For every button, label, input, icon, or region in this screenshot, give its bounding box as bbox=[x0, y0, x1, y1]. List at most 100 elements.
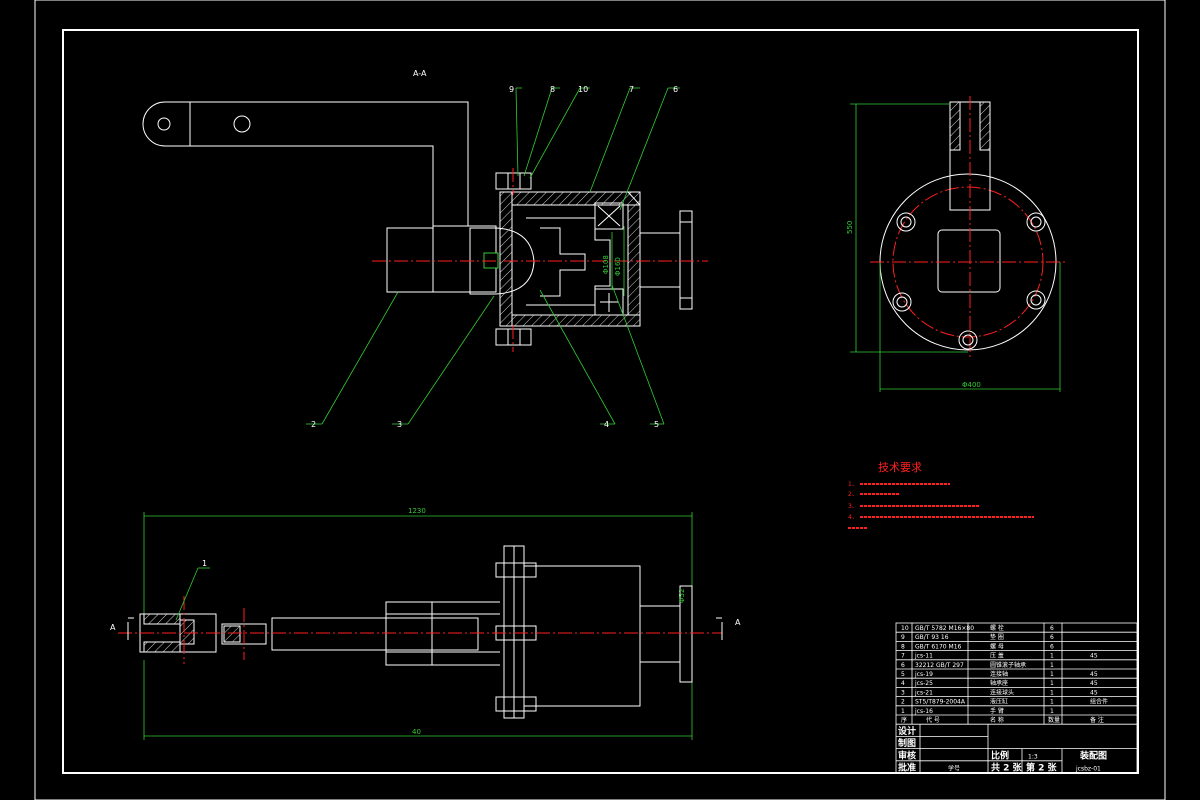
bom-code: 32212 GB/T 297 bbox=[915, 662, 964, 669]
front-cylinder bbox=[271, 617, 479, 651]
bom-qty: 1 bbox=[1050, 708, 1054, 715]
bom-name: 连接轴 bbox=[990, 670, 1008, 678]
bom-no: 5 bbox=[901, 671, 905, 678]
balloon-1: 1 bbox=[202, 559, 207, 568]
bom-qty: 1 bbox=[1050, 699, 1054, 706]
bom-header-qty: 数量 bbox=[1048, 716, 1060, 724]
output-shaft bbox=[639, 232, 681, 288]
bom-qty: 1 bbox=[1050, 689, 1054, 696]
section-view: A-A bbox=[142, 69, 708, 429]
bom-code: jcs-19 bbox=[914, 671, 933, 678]
tech-req-1: 1、 bbox=[848, 481, 858, 488]
balloon-3: 3 bbox=[397, 420, 402, 429]
tb-scale-label: 比例 bbox=[991, 749, 1009, 761]
balloon-6: 6 bbox=[673, 85, 678, 94]
balloon-7: 7 bbox=[629, 85, 634, 94]
tb-scale-value: 1:3 bbox=[1028, 753, 1038, 760]
bom-no: 6 bbox=[901, 662, 905, 669]
bom-qty: 1 bbox=[1050, 653, 1054, 660]
tech-req-3: 3、 bbox=[848, 503, 858, 510]
bom-qty: 1 bbox=[1050, 671, 1054, 678]
bom-name: 压 盖 bbox=[990, 652, 1004, 660]
bom-no: 8 bbox=[901, 643, 905, 650]
cylinder-body bbox=[386, 227, 434, 293]
bom-code: jcs-16 bbox=[914, 708, 933, 715]
bom-table: 10 GB/T 5782 M16×80 螺 栓 6 9 GB/T 93 16 垫 圈 6 8 GB… bbox=[895, 622, 1138, 774]
tech-requirements: 技术要求 1、 2、 3、 4、 bbox=[848, 461, 1034, 529]
bom-qty: 6 bbox=[1050, 625, 1054, 632]
dim-bottom-length: 40 bbox=[412, 728, 421, 736]
leaders bbox=[306, 87, 680, 425]
bom-name: 螺 母 bbox=[990, 642, 1004, 650]
balloon-8: 8 bbox=[550, 85, 555, 94]
bolt-holes bbox=[892, 212, 1046, 350]
bom-name: 液压缸 bbox=[990, 698, 1008, 706]
output-flange bbox=[679, 210, 693, 310]
tb-check: 审核 bbox=[898, 749, 916, 761]
section-label: A-A bbox=[413, 69, 427, 78]
section-mark-right: A bbox=[735, 618, 741, 627]
bom-no: 3 bbox=[901, 689, 905, 696]
balloon-5: 5 bbox=[654, 420, 659, 429]
bom-no: 10 bbox=[901, 625, 909, 632]
bom-header-mat: 备 注 bbox=[1090, 716, 1104, 724]
tb-title: 装配图 bbox=[1079, 749, 1107, 761]
bom-qty: 6 bbox=[1050, 634, 1054, 641]
dim-inner-1: Φ108 bbox=[602, 255, 610, 274]
bom-no: 9 bbox=[901, 634, 905, 641]
bom-qty: 6 bbox=[1050, 643, 1054, 650]
bom-header-name: 名 称 bbox=[990, 716, 1004, 724]
bom-header-code: 代 号 bbox=[926, 716, 940, 724]
outer-border bbox=[34, 0, 1166, 800]
bom-code: GB/T 93 16 bbox=[915, 634, 949, 641]
arm-end-loop bbox=[142, 101, 190, 147]
balloon-10: 10 bbox=[578, 85, 588, 94]
bom-header-no: 序 bbox=[901, 716, 907, 724]
bom-mat: 45 bbox=[1090, 689, 1098, 696]
tech-req-4: 4、 bbox=[848, 514, 858, 521]
tb-sheet: 共 2 张 bbox=[991, 762, 1023, 774]
bom-name: 轴承座 bbox=[990, 679, 1008, 687]
tb-design: 设计 bbox=[898, 725, 916, 737]
bom-name: 螺 栓 bbox=[990, 624, 1004, 632]
bom-code: jcs-25 bbox=[914, 680, 933, 687]
bom-no: 4 bbox=[901, 680, 905, 687]
bom-code: jcs-11 bbox=[914, 653, 933, 660]
dim-inner-2: Φ160 bbox=[614, 257, 622, 276]
bom-mat: 45 bbox=[1090, 671, 1098, 678]
tech-req-2: 2、 bbox=[848, 491, 858, 498]
dim-right-small: Φ52 bbox=[678, 589, 686, 603]
bom-qty: 1 bbox=[1050, 662, 1054, 669]
bom-code: GB/T 5782 M16×80 bbox=[915, 625, 974, 632]
section-mark-left: A bbox=[110, 623, 116, 632]
dim-height: 550 bbox=[846, 221, 854, 234]
bom-mat: 45 bbox=[1090, 653, 1098, 660]
bom-no: 7 bbox=[901, 653, 905, 660]
balloon-9: 9 bbox=[509, 85, 514, 94]
tb-school: 学号 bbox=[948, 765, 960, 773]
bom-code: ST5/T879-2004A bbox=[915, 699, 966, 706]
dim-diameter: Φ400 bbox=[962, 381, 981, 389]
bom-no: 2 bbox=[901, 699, 905, 706]
side-view: 550 Φ400 bbox=[846, 96, 1066, 392]
bom-name: 圆锥滚子轴承 bbox=[990, 661, 1026, 669]
bom-code: jcs-21 bbox=[914, 689, 933, 696]
balloon-2: 2 bbox=[311, 420, 316, 429]
bom-name: 连接球头 bbox=[990, 688, 1014, 696]
arm-body bbox=[189, 101, 469, 227]
front-housing bbox=[523, 565, 641, 707]
bom-mat: 组合件 bbox=[1090, 698, 1108, 706]
bom-mat: 45 bbox=[1090, 680, 1098, 687]
bom-qty: 1 bbox=[1050, 680, 1054, 687]
tb-sheet-of: 第 2 张 bbox=[1026, 762, 1058, 774]
balloon-4: 4 bbox=[604, 420, 609, 429]
bom-code: GB/T 6170 M16 bbox=[915, 643, 962, 650]
front-view: 1230 40 A bbox=[110, 507, 741, 740]
bom-name: 垫 圈 bbox=[990, 633, 1004, 641]
dim-top-length: 1230 bbox=[408, 507, 426, 515]
inner-border bbox=[62, 29, 1139, 774]
tb-drawing-no: jcsbz-01 bbox=[1075, 766, 1101, 773]
bom-no: 1 bbox=[901, 708, 905, 715]
bom-name: 手 臂 bbox=[990, 707, 1004, 715]
